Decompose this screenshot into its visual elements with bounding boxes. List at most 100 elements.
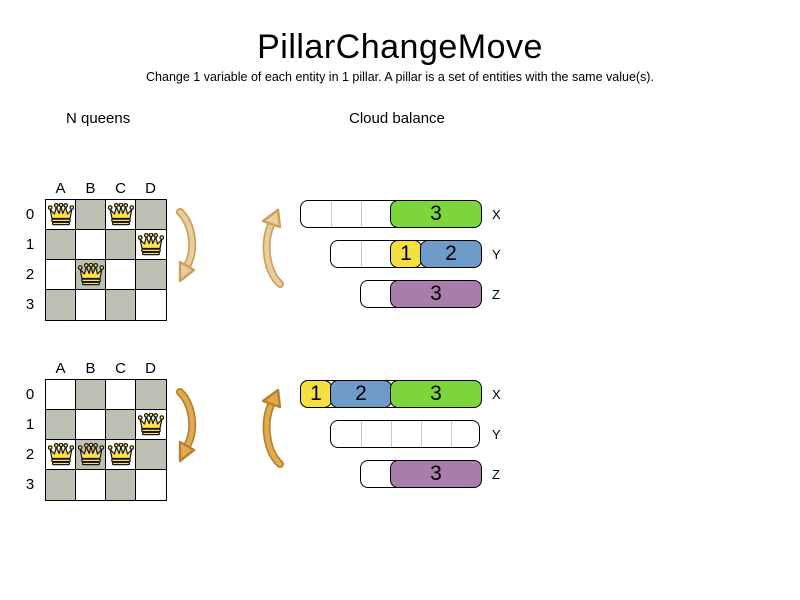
- board-cell: [46, 290, 76, 320]
- slot-divider: [451, 421, 452, 447]
- board-cell: [136, 290, 166, 320]
- move-up-arrow-icon: [261, 388, 284, 468]
- computer-capacity-bar: 3: [300, 199, 482, 228]
- queen-icon: [107, 442, 134, 466]
- queen-icon: [47, 202, 74, 226]
- computer-label: Z: [492, 466, 500, 482]
- process-block: 2: [330, 379, 392, 408]
- board-cell: [106, 470, 136, 500]
- process-block: 2: [420, 239, 482, 268]
- board-row-label: 0: [25, 385, 35, 403]
- board-cell: [76, 380, 106, 410]
- move-up-arrow-icon: [261, 208, 284, 288]
- queen-icon: [137, 412, 165, 436]
- process-block: 3: [390, 379, 482, 408]
- cloudbalance-section-label: Cloud balance: [349, 110, 445, 127]
- board-cell: [76, 440, 106, 470]
- computer-capacity-bar: 3: [360, 459, 482, 488]
- board-cell: [76, 200, 106, 230]
- computer-label: Y: [492, 246, 501, 262]
- board-cell: [46, 410, 76, 440]
- board-cell: [136, 380, 166, 410]
- board-column-label: B: [85, 360, 97, 377]
- board-column-label: C: [115, 180, 127, 197]
- board-cell: [106, 230, 136, 260]
- board-cell: [46, 200, 76, 230]
- board-cell: [46, 260, 76, 290]
- board-cell: [76, 260, 106, 290]
- board-cell: [76, 290, 106, 320]
- board-column-label: A: [55, 360, 67, 377]
- nqueens-section-label: N queens: [66, 110, 131, 127]
- slot-divider: [331, 201, 332, 227]
- chessboard-grid: [45, 379, 167, 501]
- board-row-label: 1: [25, 235, 35, 253]
- slot-divider: [361, 421, 362, 447]
- board-row-label: 2: [25, 445, 35, 463]
- board-row-label: 0: [25, 205, 35, 223]
- computer-label: Z: [492, 286, 500, 302]
- board-row-label: 2: [25, 265, 35, 283]
- computer-label: Y: [492, 426, 501, 442]
- queen-icon: [47, 442, 74, 466]
- process-block: 3: [390, 459, 482, 488]
- board-cell: [106, 410, 136, 440]
- page-subtitle: Change 1 variable of each entity in 1 pi…: [146, 70, 654, 84]
- board-cell: [46, 470, 76, 500]
- board-cell: [106, 260, 136, 290]
- board-column-label: A: [55, 180, 67, 197]
- queen-icon: [77, 262, 104, 286]
- board-column-labels: A B C D: [46, 360, 166, 377]
- board-cell: [136, 230, 166, 260]
- queen-icon: [77, 442, 104, 466]
- computer-row: Y: [290, 420, 518, 448]
- board-cell: [136, 440, 166, 470]
- board-cell: [136, 410, 166, 440]
- process-block: 3: [390, 279, 482, 308]
- board-cell: [136, 200, 166, 230]
- board-row-label: 3: [25, 475, 35, 493]
- board-cell: [76, 410, 106, 440]
- process-block: 1: [300, 379, 332, 408]
- board-row-labels: 0 1 2 3: [20, 199, 40, 319]
- computer-capacity-bar: 3: [360, 279, 482, 308]
- board-cell: [46, 230, 76, 260]
- board-cell: [106, 440, 136, 470]
- board-column-label: C: [115, 360, 127, 377]
- board-cell: [136, 470, 166, 500]
- slot-divider: [361, 241, 362, 267]
- slot-divider: [421, 421, 422, 447]
- board-row-label: 3: [25, 295, 35, 313]
- move-down-arrow-icon: [176, 388, 197, 463]
- page-title: PillarChangeMove: [257, 28, 543, 66]
- board-row-labels: 0 1 2 3: [20, 379, 40, 499]
- computer-label: X: [492, 386, 501, 402]
- process-block: 1: [390, 239, 422, 268]
- board-cell: [76, 470, 106, 500]
- slot-divider: [361, 201, 362, 227]
- board-cell: [106, 200, 136, 230]
- board-column-label: D: [145, 180, 157, 197]
- board-cell: [106, 290, 136, 320]
- queen-icon: [137, 232, 165, 256]
- chessboard-grid: [45, 199, 167, 321]
- slot-divider: [391, 421, 392, 447]
- board-row-label: 1: [25, 415, 35, 433]
- board-column-label: D: [145, 360, 157, 377]
- move-down-arrow-icon: [176, 208, 197, 283]
- computer-label: X: [492, 206, 501, 222]
- process-block: 3: [390, 199, 482, 228]
